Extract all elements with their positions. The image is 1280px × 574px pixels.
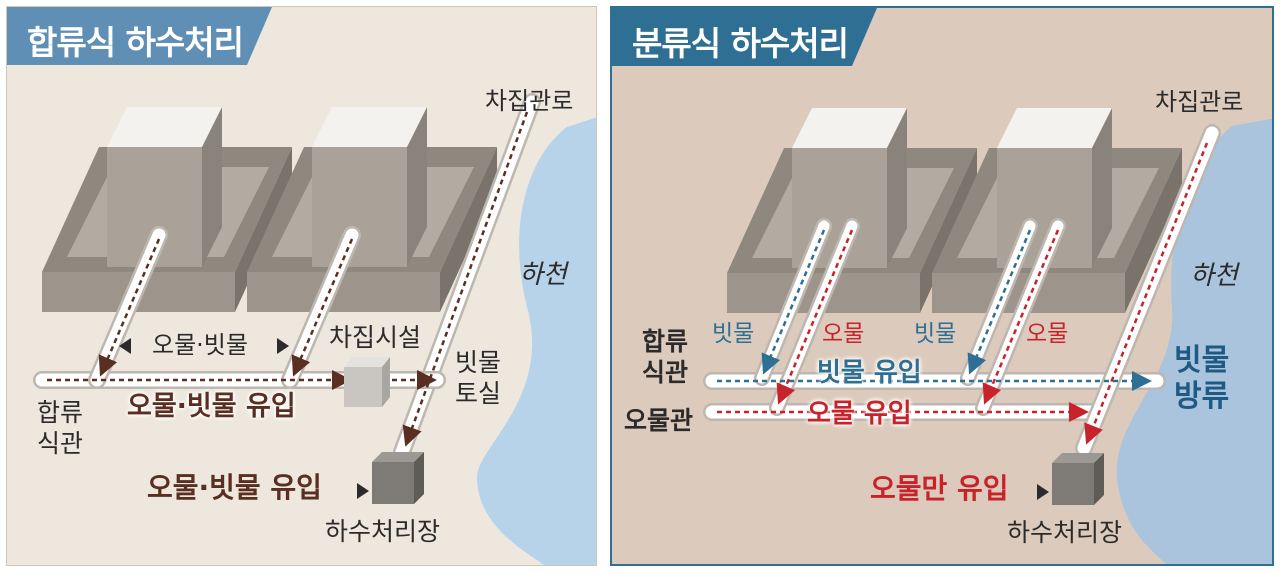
rain-inflow-label: 빗물 유입 [817, 358, 922, 388]
river-label: 하천 [519, 260, 567, 290]
sewage-inflow-label: 오물 유입 [807, 399, 912, 429]
right-arrow-mark [277, 338, 289, 354]
separate-sewer-panel: 분류식 하수처리 차집관로 하천 빗물 오물 빗물 오물 합류 식관 오물관 빗… [610, 6, 1274, 566]
rain-overflow-label: 빗물 토실 [455, 348, 502, 409]
building-1 [42, 107, 292, 312]
rain-flow-arrows [717, 229, 1152, 391]
rain-label-1: 빗물 [712, 321, 755, 347]
sewage-label-1: 오물 [822, 321, 865, 347]
left-arrow-mark [119, 338, 131, 354]
sewage-label-2: 오물 [1026, 321, 1069, 347]
river-label: 하천 [1190, 261, 1238, 291]
title-bar-bg [612, 8, 877, 66]
collector-pipe-label: 차집관로 [1155, 88, 1244, 116]
pipe-inflow-label: 오물·빗물 유입 [127, 391, 296, 422]
rain-discharge-label: 빗물 방류 [1174, 343, 1230, 414]
treatment-plant-label: 하수처리장 [325, 517, 441, 546]
plant-inflow-label: 오물만 유입 [870, 472, 1009, 505]
collection-facility [344, 357, 390, 407]
sewage-pipe-label: 오물관 [624, 406, 694, 435]
plant-pointer [1037, 484, 1049, 500]
combined-sewer-diagram [33, 93, 596, 565]
river-shape [1116, 118, 1272, 564]
treatment-plant-box [372, 452, 424, 504]
sewage-rain-label: 오물·빗물 [152, 331, 248, 359]
building-2 [932, 108, 1182, 313]
treatment-plant-box [1052, 453, 1104, 505]
panel-title: 분류식 하수처리 [632, 24, 849, 63]
combined-sewer-panel: 합류식 하수처리 차집관로 하천 오물·빗물 차집시설 빗물 토실 오물·빗물 … [6, 6, 597, 566]
collection-facility-label: 차집시설 [329, 323, 422, 352]
combined-pipe-label: 합류 식관 [37, 398, 84, 459]
mixed-flow-arrows [47, 111, 529, 447]
separate-sewer-diagram [703, 108, 1272, 564]
plant-pointer [357, 483, 369, 499]
collector-pipe-label: 차집관로 [485, 87, 574, 115]
title-bar-bg [7, 7, 272, 65]
river-shape [477, 117, 596, 565]
sewage-flow-arrows [717, 142, 1209, 445]
panel-title: 합류식 하수처리 [27, 23, 244, 62]
combined-pipe-label: 합류 식관 [642, 327, 689, 388]
treatment-plant-label: 하수처리장 [1007, 518, 1123, 547]
building-2 [247, 107, 497, 312]
rain-label-2: 빗물 [914, 321, 957, 347]
plant-inflow-label: 오물·빗물 유입 [147, 471, 322, 504]
